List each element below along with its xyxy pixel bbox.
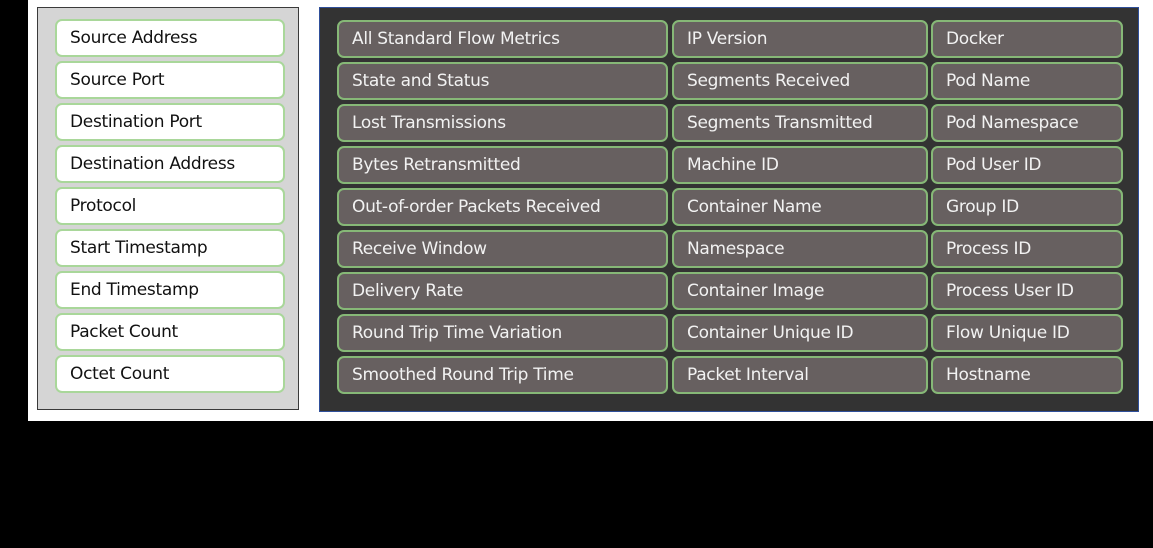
metric-state-and-status: State and Status <box>337 62 668 100</box>
metric-rtt-variation: Round Trip Time Variation <box>337 314 668 352</box>
field-destination-address: Destination Address <box>55 145 285 183</box>
metric-bytes-retransmitted: Bytes Retransmitted <box>337 146 668 184</box>
metric-segments-transmitted: Segments Transmitted <box>672 104 928 142</box>
metric-process-user-id: Process User ID <box>931 272 1123 310</box>
metric-flow-unique-id: Flow Unique ID <box>931 314 1123 352</box>
metric-delivery-rate: Delivery Rate <box>337 272 668 310</box>
metric-receive-window: Receive Window <box>337 230 668 268</box>
metric-container-unique-id: Container Unique ID <box>672 314 928 352</box>
metric-packet-interval: Packet Interval <box>672 356 928 394</box>
field-source-address: Source Address <box>55 19 285 57</box>
metric-namespace: Namespace <box>672 230 928 268</box>
metric-pod-namespace: Pod Namespace <box>931 104 1123 142</box>
metric-ip-version: IP Version <box>672 20 928 58</box>
field-octet-count: Octet Count <box>55 355 285 393</box>
standard-fields-panel: Source Address Source Port Destination P… <box>37 7 299 410</box>
field-destination-port: Destination Port <box>55 103 285 141</box>
metric-lost-transmissions: Lost Transmissions <box>337 104 668 142</box>
metric-container-image: Container Image <box>672 272 928 310</box>
field-start-timestamp: Start Timestamp <box>55 229 285 267</box>
field-protocol: Protocol <box>55 187 285 225</box>
metric-group-id: Group ID <box>931 188 1123 226</box>
field-source-port: Source Port <box>55 61 285 99</box>
metric-segments-received: Segments Received <box>672 62 928 100</box>
metric-process-id: Process ID <box>931 230 1123 268</box>
field-packet-count: Packet Count <box>55 313 285 351</box>
metric-smoothed-rtt: Smoothed Round Trip Time <box>337 356 668 394</box>
metric-pod-user-id: Pod User ID <box>931 146 1123 184</box>
metric-all-standard-flow-metrics: All Standard Flow Metrics <box>337 20 668 58</box>
metric-machine-id: Machine ID <box>672 146 928 184</box>
field-end-timestamp: End Timestamp <box>55 271 285 309</box>
metric-hostname: Hostname <box>931 356 1123 394</box>
metric-container-name: Container Name <box>672 188 928 226</box>
extended-metrics-panel: All Standard Flow Metrics State and Stat… <box>319 7 1139 412</box>
metric-pod-name: Pod Name <box>931 62 1123 100</box>
metric-out-of-order-packets: Out-of-order Packets Received <box>337 188 668 226</box>
metric-docker: Docker <box>931 20 1123 58</box>
